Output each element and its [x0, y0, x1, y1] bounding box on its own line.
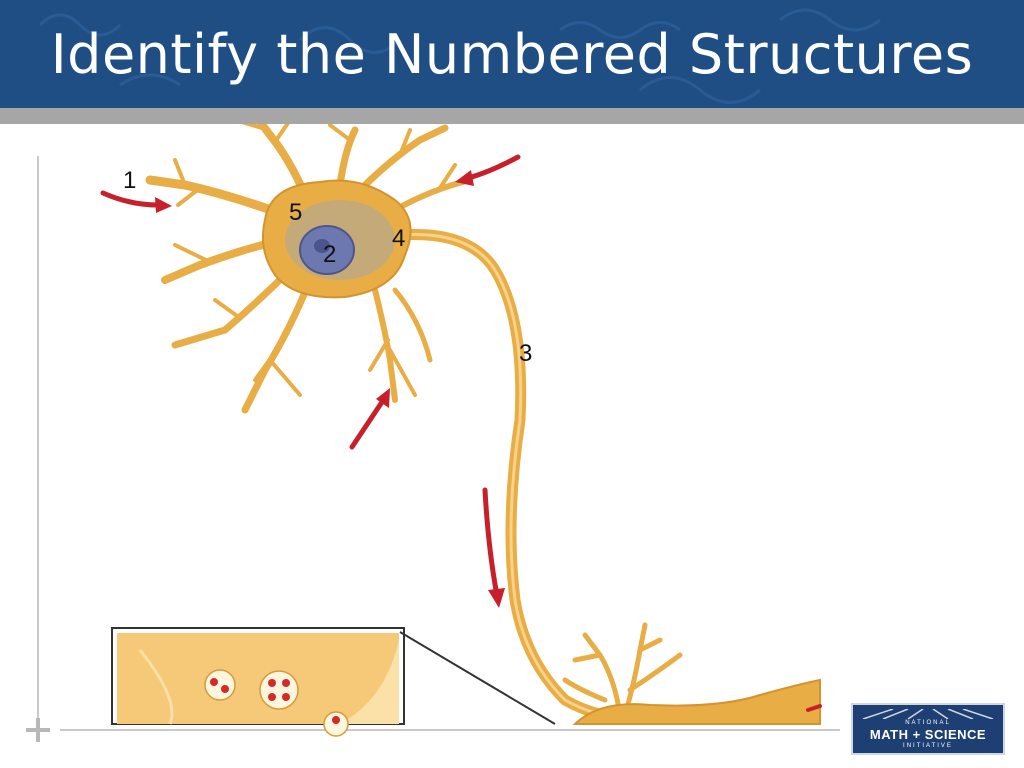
nmsi-logo: NATIONAL MATH + SCIENCE INITIATIVE [851, 703, 1005, 755]
label-3: 3 [519, 340, 532, 367]
target-dendrites [562, 622, 683, 718]
logo-sunburst-icon [862, 709, 994, 719]
vesicle [323, 711, 349, 737]
axon [394, 228, 646, 724]
target-cell-body [572, 678, 821, 725]
logo-top-text: NATIONAL [905, 720, 951, 726]
plus-icon [26, 718, 50, 742]
vesicle [204, 669, 236, 701]
title-bar: Identify the Numbered Structures [0, 0, 1024, 108]
arrow-synapse [806, 704, 822, 712]
arrow-axon [482, 487, 499, 593]
arrow-dendrite-left [100, 190, 161, 208]
neuron-diagram: 1 2 3 4 5 [26, 124, 840, 742]
label-2: 2 [323, 241, 336, 268]
label-1: 1 [123, 167, 136, 194]
label-4: 4 [392, 225, 405, 252]
arrow-dendrite-top-right [465, 154, 521, 181]
slide-title: Identify the Numbered Structures [50, 22, 974, 86]
vesicle [259, 670, 299, 710]
synapse-inset [111, 627, 556, 737]
arrow-dendrite-bottom [349, 399, 385, 450]
title-divider [0, 108, 1024, 124]
logo-bottom-text: INITIATIVE [903, 743, 953, 749]
signal-arrows [100, 154, 822, 712]
equation-watermark [38, 8, 881, 104]
logo-main-text: MATH + SCIENCE [869, 727, 987, 742]
label-5: 5 [289, 199, 302, 226]
